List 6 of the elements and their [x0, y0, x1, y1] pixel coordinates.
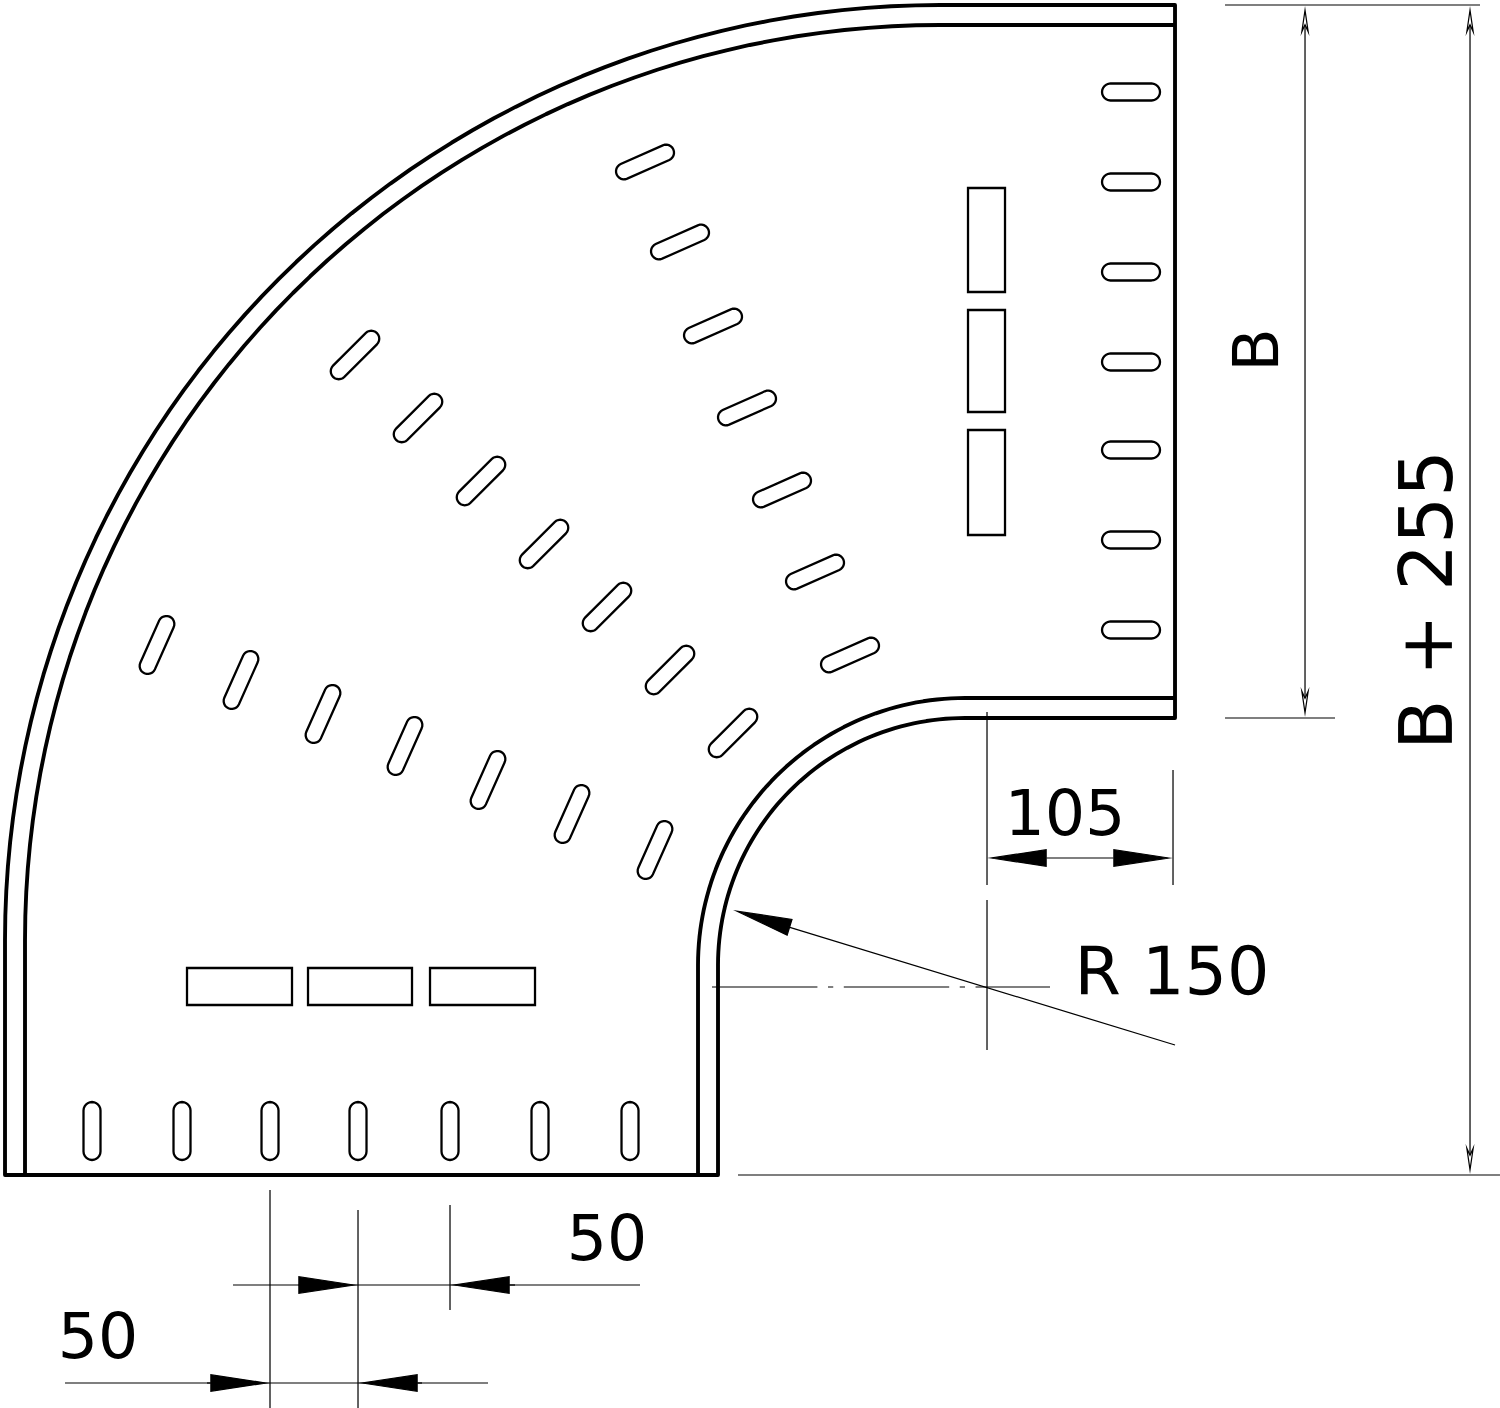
dimension-text: B + 255	[1397, 456, 1453, 743]
dimension-text: 50	[62, 1311, 135, 1359]
dimension-text: 50	[571, 1213, 644, 1261]
dimension-text: 105	[1011, 788, 1120, 836]
dimension-text: B	[1231, 332, 1279, 366]
dimension-text: R 150	[1081, 944, 1266, 996]
